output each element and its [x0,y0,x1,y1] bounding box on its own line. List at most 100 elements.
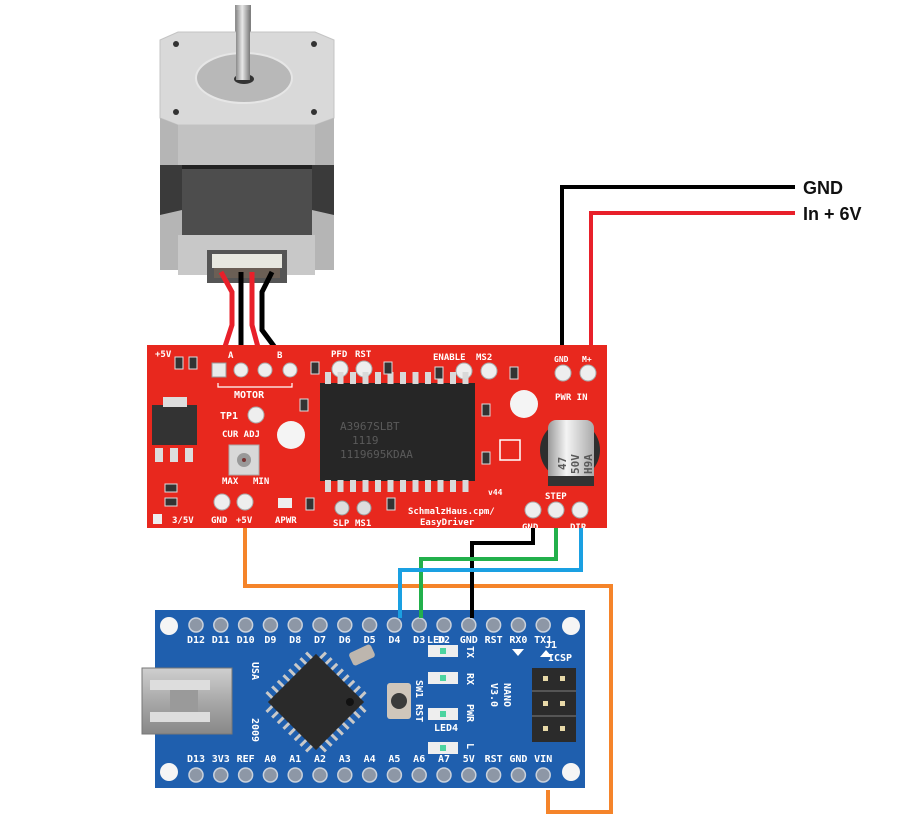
chip-pin [362,480,369,492]
easydriver-board: +5V A B MOTOR PFD RST ENABLE MS2 GND M+ … [147,345,607,533]
external-power-wires: GND In + 6V [560,178,862,365]
label-dir: DIR [570,523,587,533]
mcu-pin [293,733,302,742]
silk-tx: TX [464,646,475,658]
nano-pin-label: D12 [187,635,205,646]
silk-icsp: ICSP [548,653,572,664]
silk-j1: J1 [545,640,557,651]
nano-pin-gnd [510,767,527,783]
mcu-pin [299,657,308,665]
mcu-pin [299,739,308,747]
label-apwr: APWR [275,516,297,526]
chip-marking-2: 1119 [352,434,379,447]
mount-hole [311,41,317,47]
nano-pin-rst [485,617,502,633]
mcu-pin [353,710,361,719]
nano-pin-rst [485,767,502,783]
usb-mini-connector[interactable] [141,667,233,735]
mount-hole-board [510,390,538,418]
mcu-pin [347,679,356,688]
nano-pin-d9 [262,617,279,633]
nano-pin-label: D3 [413,635,425,646]
silk-pwr: PWR [464,704,475,723]
chip-pin [375,480,381,492]
label-pfd: PFD [331,350,348,360]
chip-pin [325,480,331,492]
icsp-header [532,668,576,742]
tx-arrow-icon [540,650,552,657]
silk-sw-rst: SW1 RST [413,680,424,722]
nano-mount-hole [160,763,178,781]
jumper-3-5v[interactable] [153,514,162,524]
cap-marking-2: 50V [569,454,582,474]
jumper-apwr[interactable] [278,498,292,508]
mcu-pin [358,691,367,699]
nano-pin-d2 [436,617,452,633]
label-cur-adj: CUR ADJ [222,430,260,440]
mcu-pin [288,727,296,736]
nano-pin-label: D8 [289,635,301,646]
silk-version: V3.0 [488,683,499,707]
mcu-pin [358,705,367,713]
chip-pin [350,372,356,384]
mcu-pin [271,710,279,719]
stepper-motor [159,5,335,283]
nano-pin-label: GND [509,754,527,765]
mcu-pin [305,744,313,753]
mcu-pin [305,651,313,660]
mcu-pin [336,668,344,677]
label-gnd-ctrl: GND [522,523,539,533]
nano-mount-hole [160,617,178,635]
chip-pin [400,372,406,384]
nano-pin-label: GND [460,635,478,646]
mcu-pin [265,691,274,699]
nano-pin-gnd [461,617,477,633]
chip-pin [350,480,356,492]
label-pwr-gnd: GND [554,355,569,364]
chip-pin [400,480,406,492]
label-plus5v-top: +5V [155,350,172,360]
chip-pin [437,480,444,492]
nano-pin-label: RST [485,635,503,646]
mcu-pin [347,716,356,725]
silk-year: 2009 [249,718,260,742]
nano-pin-a1 [287,767,303,783]
nano-pin-label: A6 [413,754,425,765]
nano-pin-label: 5V [463,754,475,765]
nano-pin-label: A3 [339,754,351,765]
chip-pin [450,372,456,384]
nano-pin-label: D10 [237,635,255,646]
label-3-5v: 3/5V [172,516,194,526]
mount-hole [173,41,179,47]
nano-pin-a0 [262,767,279,783]
pin-pwr-gnd [554,364,572,382]
pin-ms2 [480,362,498,380]
silk-rx: RX [464,673,475,685]
ext-gnd-wire [560,185,795,365]
label-motor-b: B [277,351,283,361]
chip-pin [462,480,469,492]
silk-led: LED [427,635,445,646]
label-motor: MOTOR [234,390,265,401]
mcu-pin [319,744,327,753]
nano-pin-label: D6 [339,635,351,646]
chip-pin [412,480,419,492]
reset-button[interactable] [387,683,411,719]
mount-hole-board [277,421,305,449]
label-rst: RST [355,350,372,360]
label-slp: SLP [333,519,350,529]
nano-pin-a2 [312,767,328,783]
nano-pin-label: RX0 [509,635,527,646]
nano-mount-hole [562,763,580,781]
nano-pin-d13 [188,767,204,783]
mcu-pin [265,705,274,713]
cap-marking-1: 47 [556,457,569,470]
label-motor-a: A [228,351,234,361]
microcontroller [267,653,365,751]
nano-pin-label: D13 [187,754,205,765]
chip-pin [412,372,419,384]
nano-pin-label: 3V3 [212,754,230,765]
mcu-pin [330,662,339,671]
control-wires [243,528,613,814]
brand-line-2: EasyDriver [420,517,475,528]
